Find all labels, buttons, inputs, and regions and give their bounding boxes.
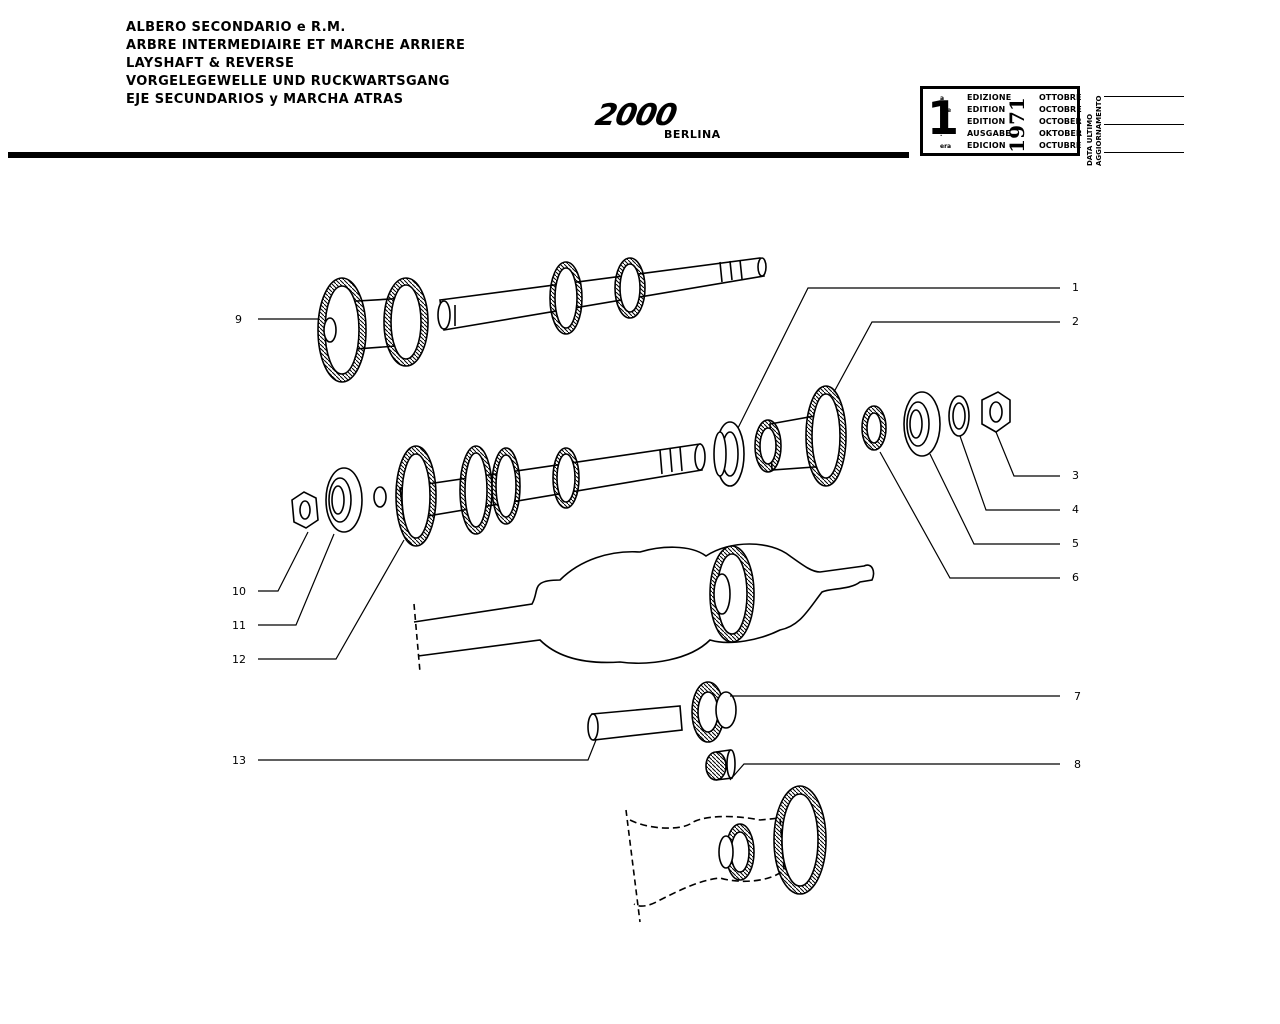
edition-month: OTTOBRE bbox=[1039, 93, 1082, 102]
callout-2: 2 bbox=[1072, 315, 1079, 328]
edition-suffix: a bbox=[940, 95, 945, 102]
leader-lines bbox=[258, 287, 1060, 781]
callout-8: 8 bbox=[1074, 758, 1081, 771]
edition-box: 1 a ere st . era EDIZIONE EDITION EDITIO… bbox=[920, 86, 1082, 156]
callout-10: 10 bbox=[232, 585, 246, 598]
title-english: LAYSHAFT & REVERSE bbox=[126, 56, 295, 71]
edition-month: OCTOBRE bbox=[1039, 105, 1082, 114]
edition-month: OKTOBER bbox=[1039, 129, 1082, 138]
update-line bbox=[1104, 96, 1184, 97]
edition-suffix: . bbox=[940, 131, 943, 138]
edition-month: OCTUBRE bbox=[1039, 141, 1082, 150]
top-shaft bbox=[317, 257, 767, 383]
title-french: ARBRE INTERMEDIAIRE ET MARCHE ARRIERE bbox=[126, 38, 466, 53]
title-italian: ALBERO SECONDARIO e R.M. bbox=[126, 20, 346, 35]
edition-number: 1 bbox=[927, 91, 960, 145]
casing-section bbox=[413, 543, 875, 673]
edition-label: EDICION bbox=[967, 141, 1006, 150]
edition-suffix: era bbox=[940, 143, 952, 150]
edition-label: EDIZIONE bbox=[967, 93, 1012, 102]
edition-label: EDITION bbox=[967, 105, 1006, 114]
reverse-idler bbox=[587, 681, 737, 781]
edition-month: OCTOBER bbox=[1039, 117, 1082, 126]
title-german: VORGELEGEWELLE UND RUCKWARTSGANG bbox=[126, 74, 450, 89]
edition-suffix: st bbox=[940, 119, 947, 126]
callout-3: 3 bbox=[1072, 469, 1079, 482]
title-spanish: EJE SECUNDARIOS y MARCHA ATRAS bbox=[126, 92, 404, 107]
update-line bbox=[1104, 124, 1184, 125]
callout-5: 5 bbox=[1072, 537, 1079, 550]
callout-12: 12 bbox=[232, 653, 246, 666]
edition-label: AUSGABE bbox=[967, 129, 1011, 138]
callout-11: 11 bbox=[232, 619, 246, 632]
callout-1: 1 bbox=[1072, 281, 1079, 294]
callout-13: 13 bbox=[232, 754, 246, 767]
callout-4: 4 bbox=[1072, 503, 1079, 516]
model-subtitle: BERLINA bbox=[664, 128, 721, 141]
header-rule bbox=[8, 152, 909, 158]
edition-suffix: ere bbox=[940, 107, 952, 114]
callout-7: 7 bbox=[1074, 690, 1081, 703]
callout-9: 9 bbox=[235, 313, 242, 326]
callout-6: 6 bbox=[1072, 571, 1079, 584]
main-layshaft bbox=[291, 385, 1011, 547]
update-line bbox=[1104, 152, 1184, 153]
title-block: ALBERO SECONDARIO e R.M. ARBRE INTERMEDI… bbox=[126, 19, 465, 109]
lower-casing bbox=[625, 785, 827, 923]
edition-label: EDITION bbox=[967, 117, 1006, 126]
